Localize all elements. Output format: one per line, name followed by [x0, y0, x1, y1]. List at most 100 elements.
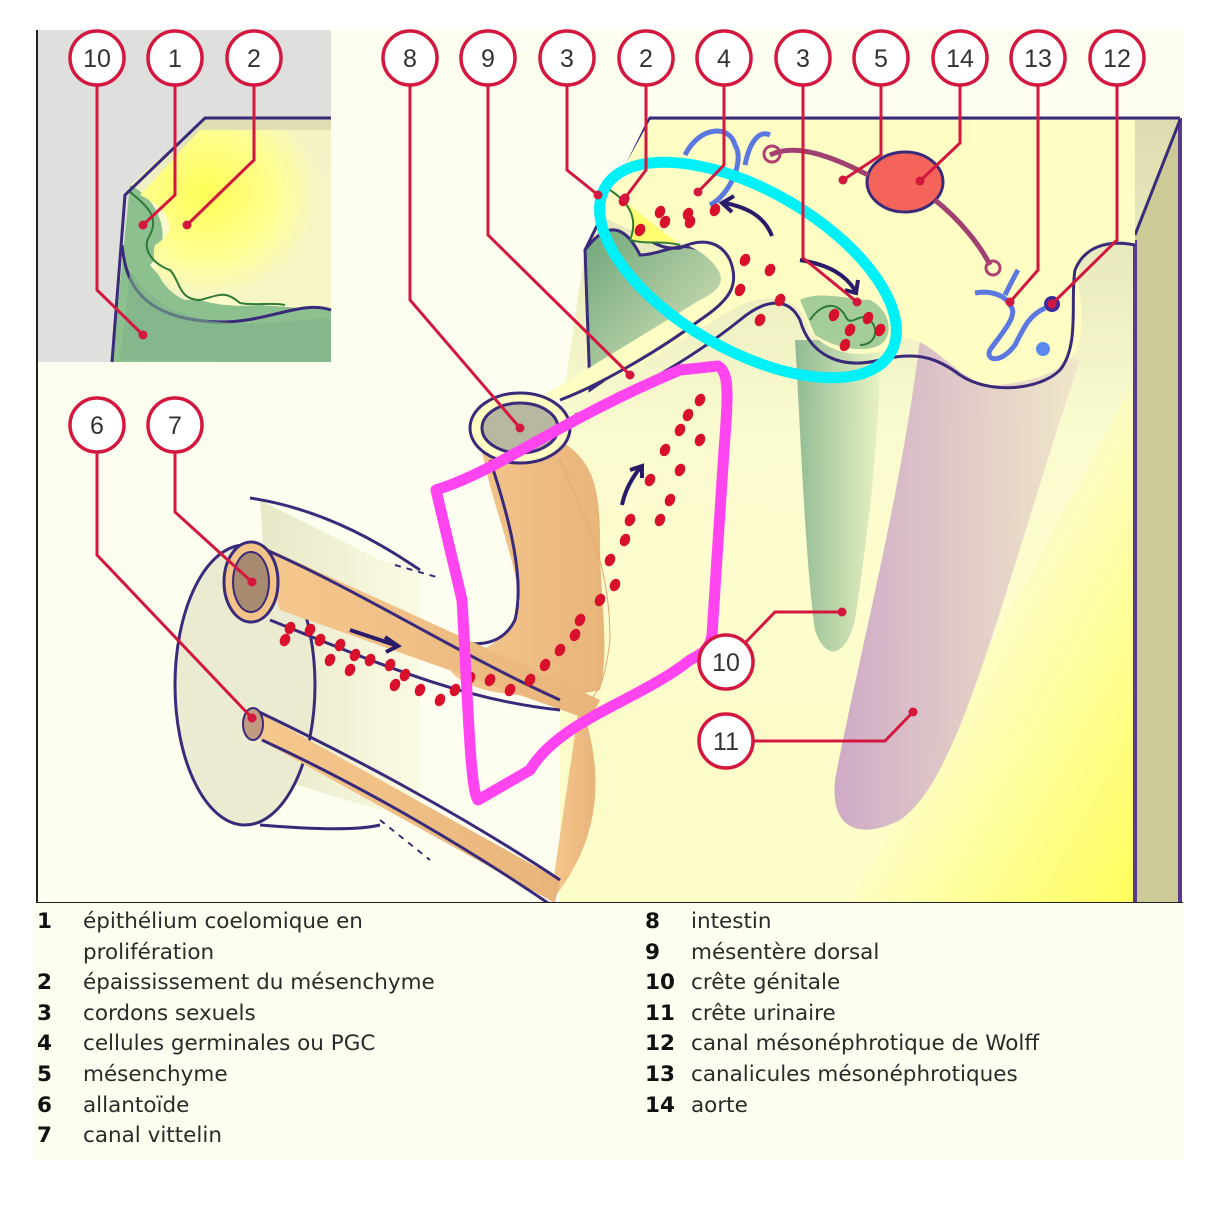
- callout-5: 5: [852, 29, 910, 87]
- legend-text: intestin: [691, 909, 772, 934]
- callout-circle: [695, 29, 753, 87]
- callout-label: 4: [717, 45, 731, 73]
- legend-number: 4: [37, 1031, 52, 1057]
- germ-cell-dot: [364, 653, 376, 667]
- callout-anchor-dot: [837, 607, 847, 617]
- intestine: [447, 391, 611, 903]
- legend-number: 7: [37, 1123, 52, 1149]
- callout-label: 6: [90, 412, 104, 440]
- callout-2: 2: [225, 29, 283, 87]
- callout-anchor-dot: [1005, 297, 1015, 307]
- callout-circle: [146, 396, 204, 454]
- callout-circle: [381, 29, 439, 87]
- callout-anchor-dot: [182, 220, 192, 230]
- callout-anchor-dot: [515, 423, 525, 433]
- callout-circle: [146, 29, 204, 87]
- migration-arrows: [620, 194, 860, 506]
- legend-number: 6: [37, 1092, 52, 1118]
- germ-cell-dot: [764, 263, 776, 277]
- callout-label: 3: [796, 45, 810, 73]
- callout-circle: [1088, 29, 1146, 87]
- callout-3: 3: [538, 29, 596, 87]
- germ-cell-dot: [674, 463, 686, 477]
- callout-circle: [617, 29, 675, 87]
- callout-leader-9: [486, 85, 632, 377]
- callout-anchor-dot: [1047, 299, 1057, 309]
- callout-label: 10: [83, 45, 111, 73]
- callout-10: 10: [68, 29, 126, 87]
- legend-number: 11: [645, 1000, 675, 1026]
- callout-leader-12: [1050, 85, 1119, 306]
- callout-label: 5: [874, 45, 888, 73]
- germ-cell-dot: [694, 433, 706, 447]
- germ-cell-dot: [389, 678, 401, 692]
- callout-9: 9: [459, 29, 517, 87]
- callout-label: 2: [639, 45, 653, 73]
- germ-cell-dot: [624, 513, 636, 527]
- germ-cell-dot: [324, 653, 336, 667]
- aorta: [762, 144, 1002, 277]
- callout-12: 12: [1088, 29, 1146, 87]
- callout-circle: [459, 29, 517, 87]
- callout-label: 1: [168, 45, 182, 73]
- callout-label: 12: [1103, 45, 1131, 73]
- callout-label: 3: [560, 45, 574, 73]
- legend-number: 1: [37, 909, 52, 934]
- germ-cell-dot: [654, 513, 666, 527]
- callout-anchor-dot: [908, 707, 918, 717]
- callout-circle: [68, 396, 126, 454]
- germ-cells: [279, 193, 886, 707]
- callout-circle: [1009, 29, 1067, 87]
- germ-cell-dot: [434, 693, 446, 707]
- callout-anchor-dot: [138, 330, 148, 340]
- legend-text: épaississement du mésenchyme: [83, 970, 435, 996]
- germ-cell-dot: [554, 643, 566, 657]
- callout-label: 7: [168, 412, 182, 440]
- germ-cell-dot: [709, 203, 721, 217]
- callout-label: 2: [247, 45, 261, 73]
- germ-cell-dot: [334, 638, 346, 652]
- germ-cell-dot: [609, 578, 621, 592]
- callout-anchor-dot: [247, 577, 257, 587]
- legend-number: 3: [37, 1000, 52, 1026]
- callout-anchor-dot: [593, 190, 603, 200]
- germ-cell-dot: [569, 628, 581, 642]
- callout-anchor-dot: [852, 297, 862, 307]
- germ-cell-dot: [659, 215, 671, 229]
- legend-number: 13: [645, 1061, 675, 1087]
- callout-circle: [852, 29, 910, 87]
- callout-10: 10: [697, 633, 755, 691]
- legend-text: cellules germinales ou PGC: [83, 1031, 376, 1057]
- legend-text: crête urinaire: [691, 1000, 836, 1026]
- germ-cell-dot: [874, 323, 886, 337]
- callout-anchor-dot: [838, 175, 848, 185]
- callout-circle: [68, 29, 126, 87]
- callout-anchor-dot: [625, 370, 635, 380]
- legend-number: 12: [645, 1031, 675, 1057]
- legend-text: canal mésonéphrotique de Wolff: [691, 1031, 1040, 1057]
- germ-cell-dot: [279, 633, 291, 647]
- callout-4: 4: [695, 29, 753, 87]
- germ-cell-dot: [694, 393, 706, 407]
- callout-leader-4: [696, 85, 726, 194]
- germ-cell-dot: [449, 683, 461, 697]
- callout-leader-6: [95, 452, 254, 720]
- callout-7: 7: [146, 396, 204, 454]
- callout-leader-2: [623, 85, 648, 199]
- germ-cell-dot: [414, 683, 426, 697]
- legend-item: 4 cellules germinales ou PGC: [37, 1029, 597, 1060]
- germ-cell-dot: [654, 205, 666, 219]
- callout-leader-8: [408, 85, 522, 429]
- legend-number: 14: [645, 1092, 675, 1118]
